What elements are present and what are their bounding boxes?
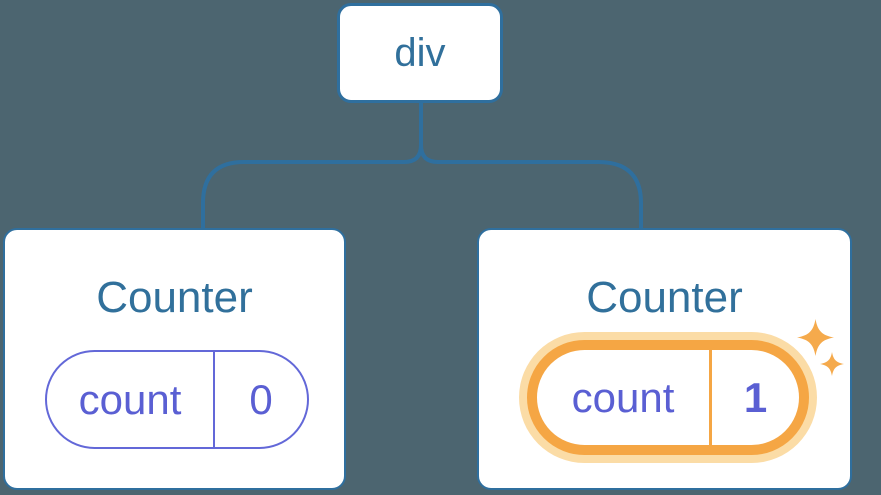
component-title: Counter [586, 273, 743, 322]
root-node-div: div [337, 3, 503, 103]
component-title: Counter [96, 273, 253, 322]
state-value: 1 [743, 373, 768, 421]
counter-card-left: Counter count 0 [3, 228, 346, 490]
sparkle-icon [797, 319, 834, 356]
sparkle-icon [820, 352, 844, 376]
state-pill-highlighted: count 1 [527, 340, 809, 455]
root-node-label: div [394, 30, 446, 75]
counter-card-right: Counter count 1 [477, 228, 852, 490]
state-key: count [47, 352, 215, 447]
state-key: count [537, 350, 712, 445]
state-value: 0 [249, 375, 273, 423]
state-pill: count 0 [45, 350, 309, 449]
